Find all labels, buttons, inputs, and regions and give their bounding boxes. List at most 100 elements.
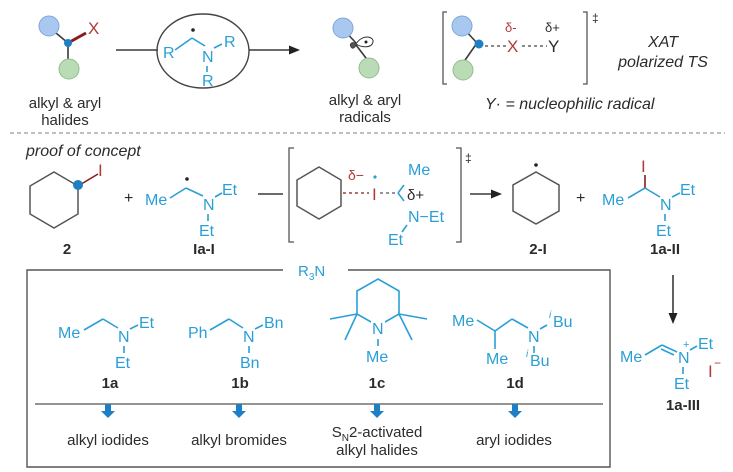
compound-label: 2 — [63, 241, 71, 258]
n-atom: N — [372, 321, 384, 338]
ts-definition: Y· = nucleophilic radical — [485, 96, 655, 113]
n-atom: N — [118, 329, 130, 346]
amine-label: 1d — [506, 375, 524, 392]
amine-1d: Me Me N i Bu i Bu 1d aryl iodides — [452, 310, 573, 449]
et2: Et — [656, 223, 672, 240]
compound-label: Ia-I — [193, 241, 215, 258]
arrow-head — [491, 189, 502, 199]
substrate-label-line2: halides — [41, 112, 89, 129]
bond — [397, 192, 405, 202]
ts-delta-minus: δ- — [505, 20, 517, 35]
amine-1c: N Me 1c SN2-activated alkyl halides — [329, 278, 428, 459]
n-atom: N — [243, 329, 255, 346]
amine-label: 1b — [231, 375, 249, 392]
bond — [511, 318, 529, 329]
product-label-line2: radicals — [339, 109, 391, 126]
me: Me — [366, 349, 388, 366]
bond — [185, 187, 204, 197]
cyclohexane-ring — [512, 171, 560, 225]
bond — [476, 319, 496, 332]
compound-label: 2-I — [529, 241, 547, 258]
bracket-left — [442, 11, 447, 85]
proof-heading: proof of concept — [25, 143, 141, 160]
amine-scope-box: R3N Me N Et Et 1a alkyl iodides Ph N Bn — [26, 263, 611, 468]
bond — [191, 37, 206, 47]
charge-plus: + — [683, 339, 689, 351]
bond — [494, 318, 513, 332]
bond — [462, 42, 478, 64]
substituent-sphere-blue — [332, 17, 354, 39]
alkyl-aryl-halide-substrate: X alkyl & aryl halides — [29, 15, 102, 129]
arrow-down-icon-head — [101, 411, 115, 418]
reagent-ellipse — [156, 13, 250, 89]
arrow-head — [668, 313, 678, 324]
bond — [102, 318, 119, 329]
me: Me — [408, 162, 430, 179]
methyl-bond — [329, 313, 358, 320]
iodine-atom-transfer-ts: δ− I Me δ+ N−Et Et ‡ — [288, 147, 472, 249]
p-orbital-lobe — [349, 42, 357, 49]
delta-plus: δ+ — [407, 187, 424, 204]
n-et: N−Et — [408, 209, 445, 226]
ts-title-line1: XAT — [647, 34, 679, 51]
bond — [213, 43, 223, 49]
bracket-right — [583, 11, 588, 85]
title-r: R — [298, 263, 309, 280]
compound-2: I 2 — [29, 161, 103, 258]
compound-label: 1a-II — [650, 241, 680, 258]
iodide: I — [708, 362, 713, 381]
bracket-left — [288, 147, 294, 243]
et1: Et — [680, 182, 696, 199]
box-title: R3N — [298, 263, 325, 283]
scope-sub: N — [342, 433, 349, 444]
bn2: Bn — [240, 355, 260, 372]
ts-title-line2: polarized TS — [617, 54, 708, 71]
bu1: Bu — [553, 314, 573, 331]
r-bottom: R — [202, 73, 214, 90]
et1: Et — [139, 315, 155, 332]
amine-1a: Me N Et Et 1a alkyl iodides — [58, 315, 155, 449]
radical-dot — [185, 177, 189, 181]
arrow-down-icon — [374, 404, 380, 412]
arrow-down-icon-head — [370, 411, 384, 418]
arrow-down-icon — [236, 404, 242, 412]
n-atom: N — [202, 49, 214, 66]
bond — [129, 324, 139, 330]
ts-dagger: ‡ — [465, 151, 472, 165]
bond — [209, 318, 230, 331]
et2: Et — [115, 355, 131, 372]
r-right: R — [224, 34, 236, 51]
bu2: Bu — [530, 353, 550, 370]
ph: Ph — [188, 325, 208, 342]
me: Me — [145, 192, 167, 209]
methyl-bond — [344, 313, 358, 341]
iodine: I — [641, 157, 646, 176]
n-atom: N — [678, 350, 690, 367]
plus-sign: + — [576, 190, 585, 207]
substituent-sphere-blue — [451, 15, 473, 37]
me: Me — [620, 349, 642, 366]
bond — [174, 37, 193, 51]
n-atom: N — [528, 329, 540, 346]
substituent-sphere-green — [358, 57, 380, 79]
scope-text-line2: alkyl halides — [336, 442, 418, 459]
scope-text: alkyl iodides — [67, 432, 149, 449]
title-n: N — [314, 263, 325, 280]
bond — [644, 344, 663, 356]
methyl-bond — [398, 313, 428, 320]
bond — [644, 187, 661, 198]
box-border — [26, 269, 611, 468]
radical-dot — [364, 40, 368, 44]
et: Et — [388, 232, 404, 249]
charge-minus: − — [714, 356, 721, 370]
arrow-head — [289, 45, 300, 55]
substrate-label-line1: alkyl & aryl — [29, 95, 102, 112]
me: Me — [602, 192, 624, 209]
compound-label: 1a-III — [666, 397, 700, 414]
double-bond — [660, 348, 675, 356]
p-orbital-lobe — [355, 36, 374, 48]
plus-sign: + — [124, 190, 133, 207]
amine-label: 1a — [102, 375, 119, 392]
arrow-down-icon-head — [232, 411, 246, 418]
me2: Me — [486, 351, 508, 368]
